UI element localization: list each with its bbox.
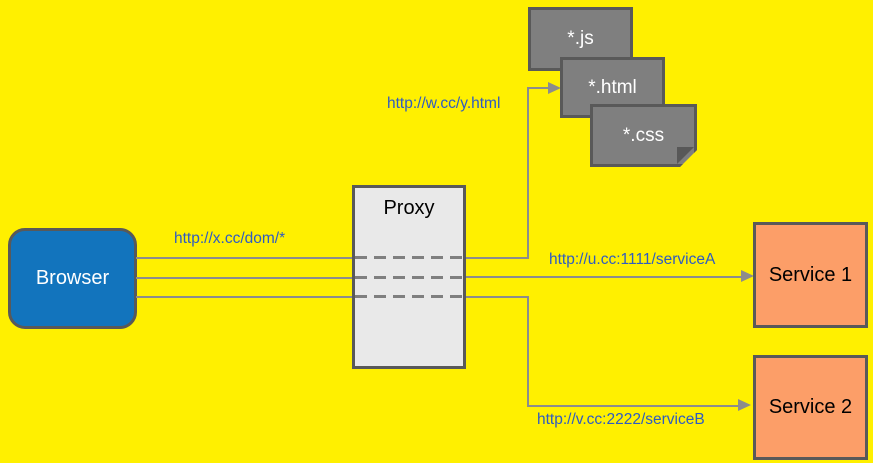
edge-proxy-service2-vertical	[527, 296, 529, 407]
file-card-html-label: *.html	[588, 76, 637, 98]
edge-label-proxy-service2: http://v.cc:2222/serviceB	[537, 411, 705, 428]
edge-proxy-static-h2	[527, 87, 549, 89]
proxy-dashed-route-1	[355, 256, 464, 259]
file-card-css: *.css	[590, 104, 697, 167]
edge-proxy-static-h1	[464, 257, 529, 259]
arrowhead-service1-icon	[741, 270, 754, 282]
browser-node-label: Browser	[35, 267, 110, 289]
proxy-dashed-route-3	[355, 295, 464, 298]
proxy-dashed-route-2	[355, 276, 464, 279]
service1-node-label: Service 1	[768, 263, 853, 286]
edge-label-browser-proxy: http://x.cc/dom/*	[174, 230, 286, 247]
edge-browser-proxy-line-3	[136, 296, 352, 298]
edge-browser-proxy-line-2	[136, 277, 352, 279]
edge-proxy-service1-line	[464, 276, 742, 278]
edge-label-proxy-static: http://w.cc/y.html	[387, 95, 501, 112]
arrowhead-static-files-icon	[548, 82, 561, 94]
service1-node: Service 1	[753, 222, 868, 328]
file-card-js-label: *.js	[567, 28, 594, 49]
edge-proxy-static-vertical	[527, 87, 529, 259]
browser-node: Browser	[8, 228, 137, 329]
service2-node: Service 2	[753, 355, 868, 460]
service2-node-label: Service 2	[768, 396, 853, 418]
file-card-css-label: *.css	[622, 124, 665, 146]
edge-label-proxy-service1: http://u.cc:1111/serviceA	[549, 251, 716, 268]
arrowhead-service2-icon	[738, 399, 751, 411]
edge-proxy-service2-h1	[464, 296, 529, 298]
edge-browser-proxy-line-1	[136, 257, 352, 259]
proxy-node-label: Proxy	[383, 197, 435, 219]
edge-proxy-service2-h2	[527, 405, 739, 407]
